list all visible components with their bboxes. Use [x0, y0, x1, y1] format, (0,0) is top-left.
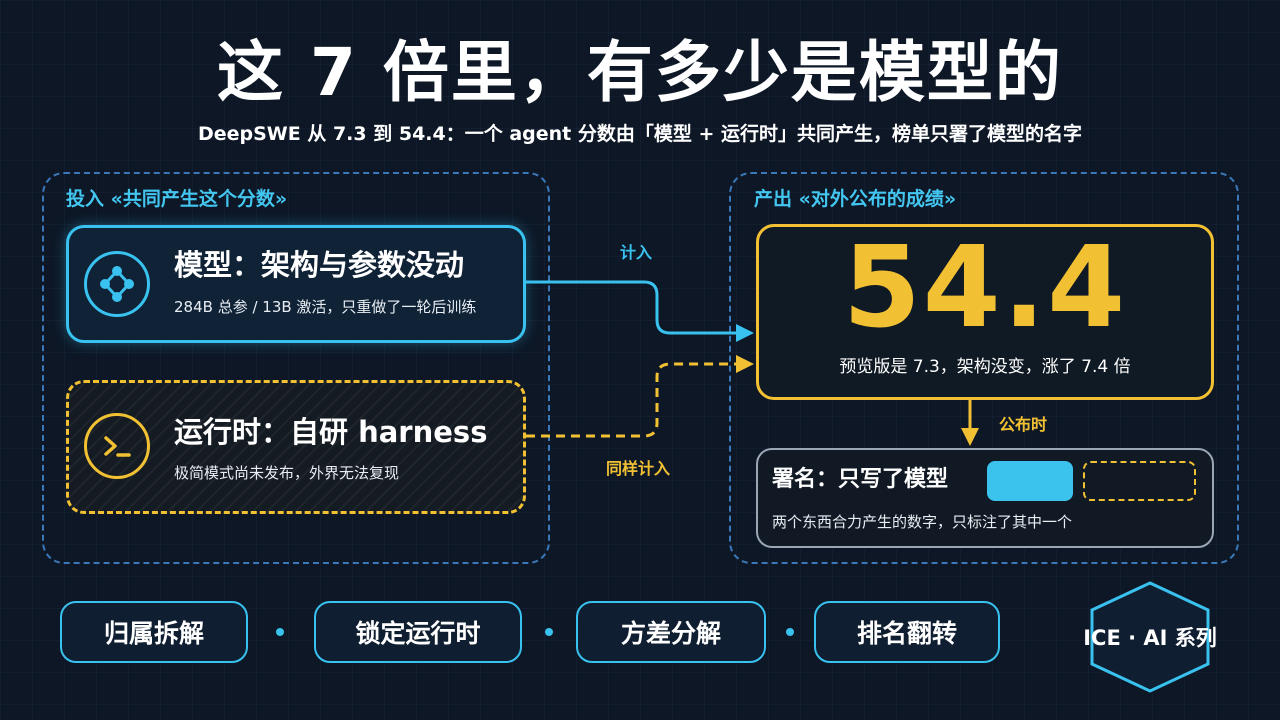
page-title: 这 7 倍里，有多少是模型的: [217, 34, 1063, 111]
runtime-flow-line: [526, 362, 738, 438]
signature-title: 署名：只写了模型: [772, 467, 949, 492]
runtime-flow-arrowhead: [736, 355, 754, 373]
signature-box: [756, 448, 1214, 548]
tag-separator: [786, 628, 794, 636]
tag-attribution: 归属拆解: [60, 601, 248, 663]
publish-flow-label: 公布时: [999, 415, 1048, 434]
network-nodes-icon: [84, 251, 150, 317]
brand-label: ICE · AI 系列: [1083, 626, 1217, 650]
score-box: [756, 224, 1214, 400]
tag-separator: [276, 628, 284, 636]
model-flow-line: [526, 280, 738, 335]
tag-variance: 方差分解: [576, 601, 766, 663]
score-value: 54.4: [842, 223, 1128, 353]
runtime-card-desc: 极简模式尚未发布，外界无法复现: [174, 464, 400, 482]
model-card-desc: 284B 总参 / 13B 激活，只重做了一轮后训练: [174, 298, 477, 316]
model-card: [66, 225, 526, 343]
tag-separator: [545, 628, 553, 636]
inputs-panel: [42, 172, 550, 564]
outputs-panel: [729, 172, 1239, 564]
publish-flow-arrowhead: [961, 428, 979, 446]
tag-lock-runtime: 锁定运行时: [314, 601, 522, 663]
outputs-panel-label: 产出 «对外公布的成绩»: [754, 188, 957, 210]
terminal-prompt-icon: [84, 413, 150, 479]
runtime-flow-label: 同样计入: [606, 459, 671, 478]
runtime-name-slot: [1083, 461, 1196, 501]
inputs-panel-label: 投入 «共同产生这个分数»: [66, 188, 288, 210]
model-flow-label: 计入: [620, 243, 653, 262]
model-flow-arrowhead: [736, 324, 754, 342]
score-note: 预览版是 7.3，架构没变，涨了 7.4 倍: [839, 357, 1131, 377]
runtime-card-title: 运行时：自研 harness: [174, 415, 488, 449]
brand-hexagon: [1090, 581, 1210, 693]
model-name-slot: [987, 461, 1073, 501]
signature-desc: 两个东西合力产生的数字，只标注了其中一个: [772, 513, 1073, 531]
model-card-title: 模型：架构与参数没动: [174, 248, 465, 282]
page-subtitle: DeepSWE 从 7.3 到 54.4：一个 agent 分数由「模型 + 运…: [197, 123, 1083, 145]
tag-rank-flip: 排名翻转: [814, 601, 1000, 663]
